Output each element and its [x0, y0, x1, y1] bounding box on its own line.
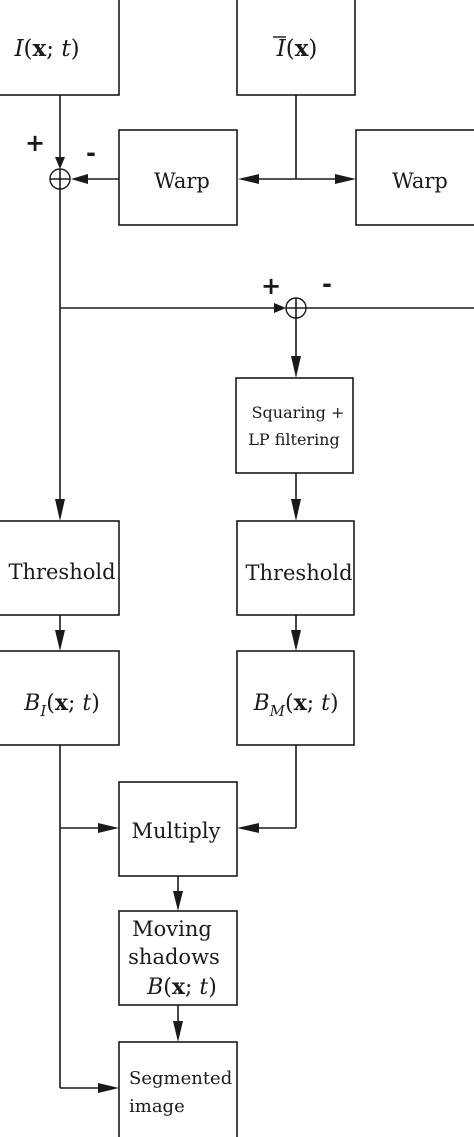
svg-text:I(x): I(x) — [276, 35, 318, 62]
threshold-right-label: Threshold — [245, 561, 352, 585]
b-m-box — [236, 650, 355, 746]
summing-junction-2 — [285, 297, 307, 319]
background-image-box — [236, 0, 356, 96]
threshold-left-box — [0, 520, 120, 616]
moving-shadows-line2: shadows — [128, 945, 220, 969]
sum2-minus-sign: - — [322, 270, 332, 298]
input-image-box — [0, 0, 120, 96]
moving-shadows-line1: Moving — [132, 917, 212, 941]
multiply-label: Multiply — [132, 819, 221, 843]
segmented-image-line1: Segmented — [129, 1068, 232, 1089]
squaring-label-line1: Squaring + — [252, 403, 345, 422]
sum1-minus-sign: - — [86, 139, 96, 167]
sum2-plus-sign: + — [261, 272, 281, 300]
b-m-label: BM(x; t) — [252, 690, 338, 720]
moving-shadows-formula: B(x; t) — [146, 974, 217, 1000]
threshold-right-box — [236, 520, 355, 616]
b-i-box — [0, 650, 120, 746]
b-i-label: BI(x; t) — [23, 690, 100, 720]
warp-left-box — [118, 129, 238, 226]
segmented-image-line2: image — [129, 1096, 185, 1117]
sum1-plus-sign: + — [25, 129, 45, 157]
warp-right-box — [355, 129, 474, 226]
connections — [59, 95, 474, 1089]
input-image-label: I(x; t) — [13, 35, 79, 62]
arrowheads — [55, 157, 356, 1093]
threshold-left-label: Threshold — [8, 560, 115, 584]
squaring-label-line2: LP filtering — [248, 430, 339, 449]
warp-left-label: Warp — [154, 169, 210, 193]
warp-right-label: Warp — [392, 169, 448, 193]
squaring-lp-filter-box — [235, 377, 354, 474]
background-image-label: I(x) — [273, 35, 317, 62]
segmented-image-box — [118, 1041, 238, 1137]
multiply-box — [118, 781, 238, 877]
summing-junction-1 — [49, 168, 71, 190]
